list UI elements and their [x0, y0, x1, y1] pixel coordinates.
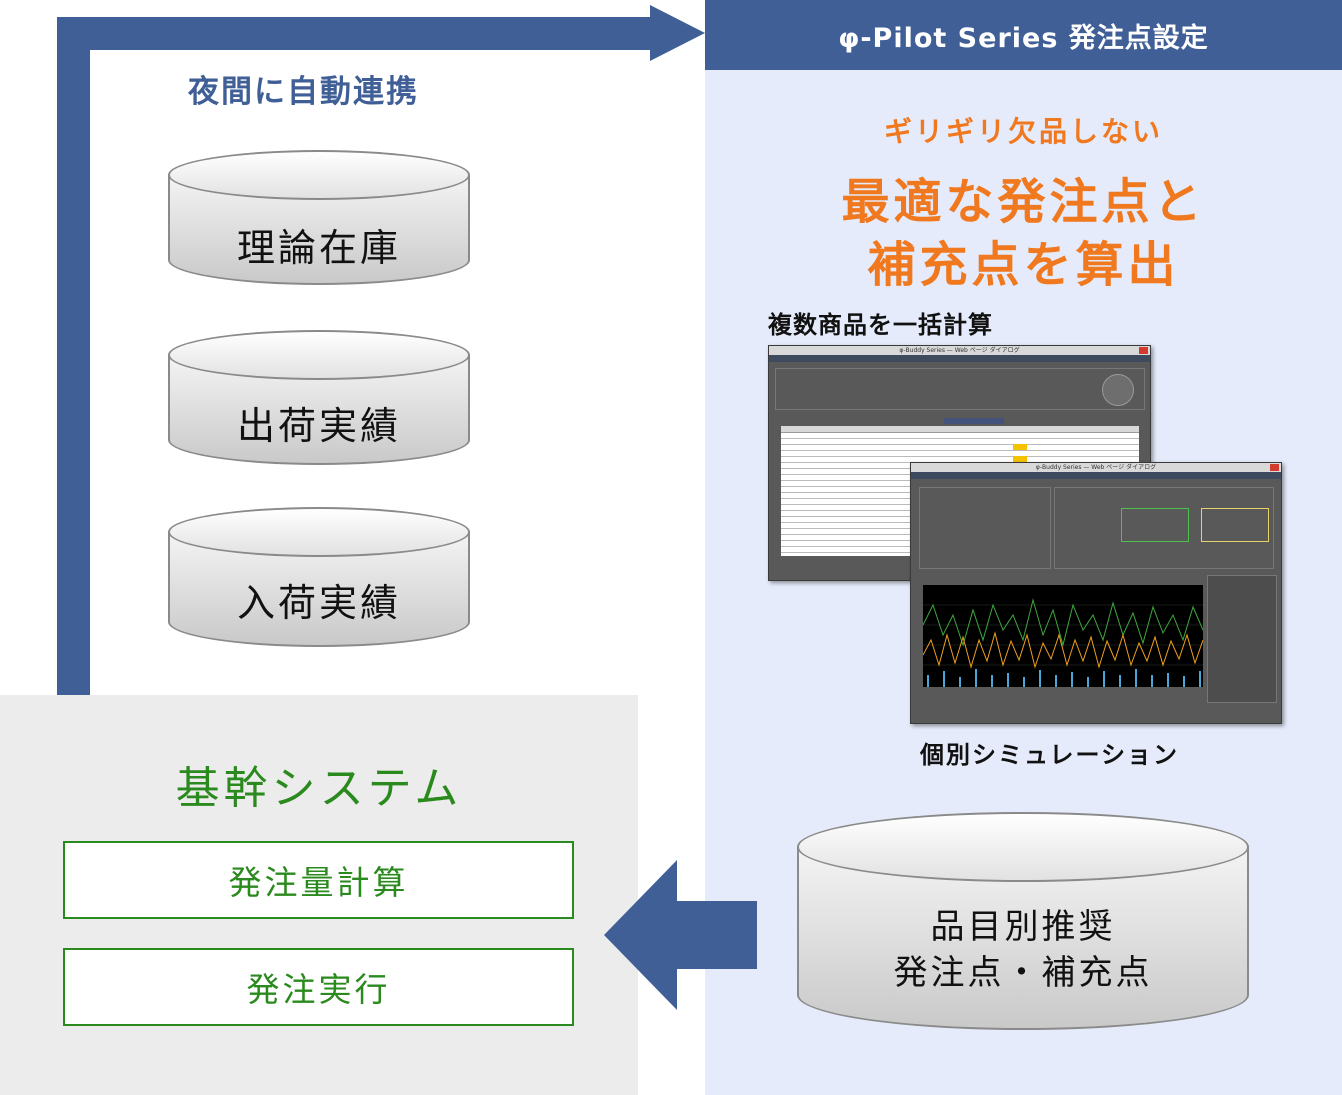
- result-db-line2: 発注点・補充点: [893, 953, 1153, 993]
- sync-arrow-vertical: [57, 17, 90, 697]
- calc-result-panel: [1207, 575, 1277, 703]
- sync-arrow-horizontal: [57, 17, 662, 50]
- header-title: φ-Pilot Series 発注点設定: [838, 22, 1209, 54]
- chart-svg: [922, 598, 1204, 687]
- database-theoretical-stock: 理論在庫: [168, 150, 470, 285]
- menu-bar: [769, 355, 1150, 362]
- header-band: [944, 418, 1004, 424]
- database-receipt-results: 入荷実績: [168, 507, 470, 647]
- result-db-label: 品目別推奨 発注点・補充点: [797, 904, 1249, 996]
- sim-result-panel: [1054, 487, 1274, 569]
- tagline: ギリギリ欠品しない: [883, 115, 1163, 148]
- simulation-screenshot: φ-Buddy Series — Web ページ ダイアログ: [910, 462, 1282, 724]
- close-icon: [1139, 347, 1148, 354]
- headline-line1: 最適な発注点と: [841, 174, 1206, 230]
- core-system-title: 基幹システム: [175, 763, 463, 814]
- batch-calc-label: 複数商品を一括計算: [768, 311, 993, 339]
- result-db-line1: 品目別推奨: [930, 907, 1116, 947]
- current-values-box: [1121, 508, 1189, 542]
- order-point-line: [922, 631, 1204, 669]
- demand-chart: [922, 585, 1204, 687]
- new-values-box: [1201, 508, 1269, 542]
- filter-panel: [775, 368, 1145, 410]
- confirm-button-icon: [1102, 374, 1134, 406]
- simulation-label: 個別シミュレーション: [919, 741, 1180, 769]
- feedback-arrow-head-icon: [604, 860, 677, 1010]
- database-recommended-points: 品目別推奨 発注点・補充点: [797, 812, 1249, 1030]
- order-execution-box: 発注実行: [63, 948, 574, 1026]
- database-shipment-results: 出荷実績: [168, 330, 470, 465]
- close-icon: [1270, 464, 1279, 471]
- menu-bar: [911, 472, 1281, 479]
- sync-arrow-head-icon: [650, 5, 705, 61]
- item-info-panel: [919, 487, 1051, 569]
- feedback-arrow-shaft: [675, 901, 757, 969]
- database-label: 入荷実績: [236, 581, 401, 625]
- database-label: 出荷実績: [236, 404, 401, 448]
- header-bar: φ-Pilot Series 発注点設定: [705, 0, 1342, 70]
- window-title: φ-Buddy Series — Web ページ ダイアログ: [769, 346, 1150, 355]
- headline-line2: 補充点を算出: [867, 237, 1180, 293]
- replenish-point-line: [922, 598, 1204, 647]
- order-quantity-box: 発注量計算: [63, 841, 574, 919]
- database-label: 理論在庫: [236, 226, 401, 270]
- night-sync-label: 夜間に自動連携: [188, 74, 419, 110]
- window-title: φ-Buddy Series — Web ページ ダイアログ: [911, 463, 1281, 472]
